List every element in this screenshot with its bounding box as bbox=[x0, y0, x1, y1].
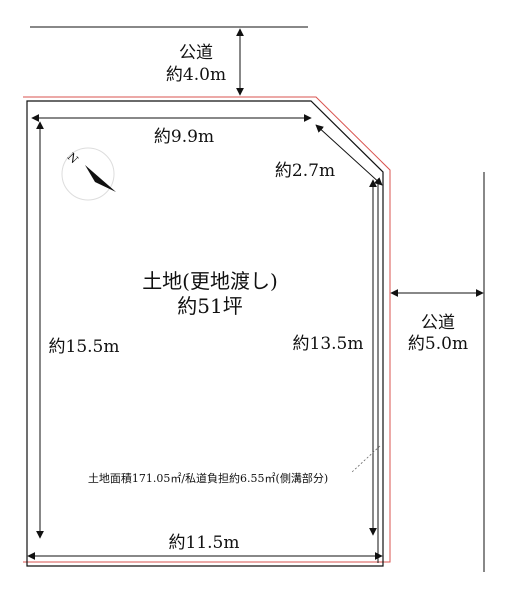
north-road-width: 約4.0m bbox=[166, 65, 226, 85]
east-road-label: 公道 bbox=[421, 313, 455, 333]
lot-area: 約51坪 bbox=[177, 294, 242, 318]
north-road-label: 公道 bbox=[179, 43, 213, 63]
corner-dimension-label: 約2.7m bbox=[275, 161, 335, 181]
lot-title: 土地(更地渡し) bbox=[142, 269, 278, 293]
lot-boundary-red bbox=[23, 96, 391, 563]
right-dimension-label: 約13.5m bbox=[293, 334, 364, 354]
bottom-dimension-label: 約11.5m bbox=[169, 533, 240, 553]
corner-dimension-arrow bbox=[315, 124, 383, 186]
compass-icon: N bbox=[61, 147, 116, 201]
area-note: 土地面積171.05㎡/私道負担約6.55㎡(側溝部分) bbox=[88, 471, 328, 485]
top-dimension-label: 約9.9m bbox=[154, 127, 214, 147]
lot-outline bbox=[26, 100, 384, 567]
east-road-width: 約5.0m bbox=[408, 334, 468, 354]
note-leader-line bbox=[351, 445, 381, 473]
left-dimension-label: 約15.5m bbox=[49, 337, 120, 357]
